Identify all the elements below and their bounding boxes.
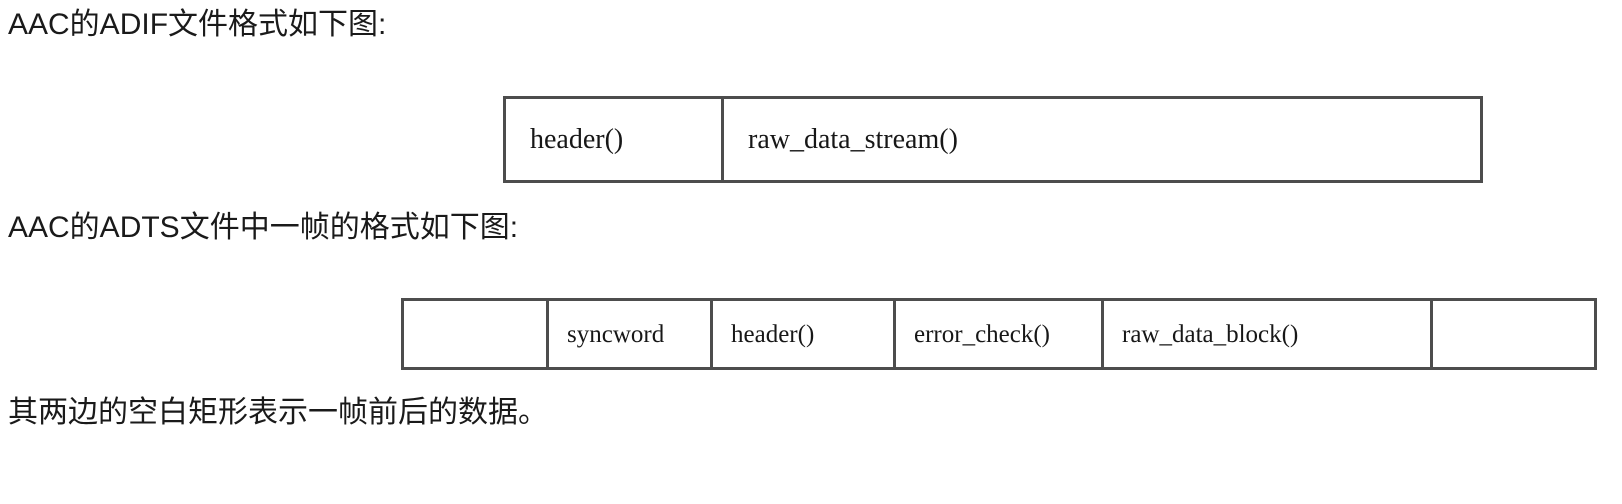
adts-cell-raw-data-block: raw_data_block() (1101, 301, 1430, 367)
adif-cell-raw-data-stream: raw_data_stream() (721, 99, 1480, 180)
adts-intro-text: AAC的ADTS文件中一帧的格式如下图: (8, 211, 519, 244)
adts-cell-following-data (1430, 301, 1594, 367)
adts-cell-syncword: syncword (546, 301, 710, 367)
adts-cell-preceding-data (404, 301, 546, 367)
adif-cell-header: header() (530, 123, 624, 155)
adts-cell-error-check: error_check() (893, 301, 1101, 367)
closing-note-text: 其两边的空白矩形表示一帧前后的数据。 (8, 396, 548, 429)
adif-format-diagram: header() raw_data_stream() (503, 96, 1483, 183)
adif-intro-text: AAC的ADIF文件格式如下图: (8, 8, 387, 41)
adts-cell-header: header() (710, 301, 893, 367)
adts-frame-diagram: syncword header() error_check() raw_data… (401, 298, 1597, 370)
